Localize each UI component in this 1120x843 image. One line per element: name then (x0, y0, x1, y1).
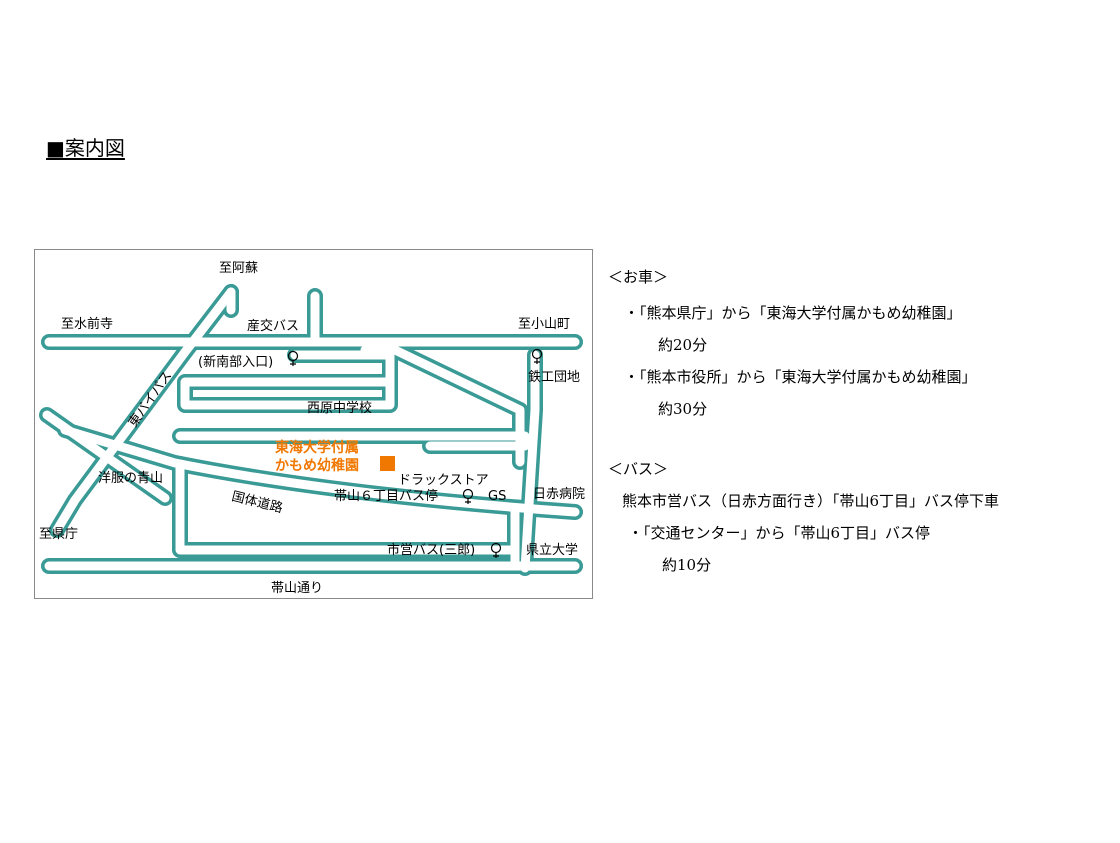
label-shiei-bus: 市営バス(三郎) (387, 542, 475, 558)
road-drugstore-block-inner (400, 431, 530, 451)
label-nisseki-hospital: 日赤病院 (533, 487, 585, 502)
bus-stop-shiei-icon (490, 542, 502, 558)
label-school-line1: 東海大学付属 (275, 439, 359, 456)
label-kokutai-road: 国体道路 (230, 488, 284, 516)
car-heading: ＜お車＞ (608, 268, 669, 286)
bus-stop-obiyama-icon (462, 488, 474, 504)
access-map: 至阿蘇 至水前寺 産交バス 至小山町 (新南部入口) 鉄工団地 東バイパス 西原… (34, 249, 593, 599)
road-inner-fill (42, 287, 580, 573)
road-nishihara-block-inner (290, 350, 395, 387)
label-school-line2: かもめ幼稚園 (275, 457, 359, 474)
bus-route-kotsu-center: ・「交通センター」から「帯山6丁目」バス停 (628, 524, 931, 542)
label-obiyama-stop: 帯山６丁目バス停 (334, 488, 438, 504)
label-prefectural-univ: 県立大学 (526, 542, 578, 558)
bus-stop-pins (287, 348, 543, 558)
school-location-marker (380, 456, 395, 471)
bus-stop-tekko-danchi-icon (531, 348, 543, 364)
car-route-shiyakusho: ・「熊本市役所」から「東海大学付属かもめ幼稚園」 (624, 368, 977, 386)
bus-stop-shinnanbu-icon (287, 350, 299, 366)
label-tekko-danchi: 鉄工団地 (528, 370, 580, 385)
label-to-suizenji: 至水前寺 (61, 316, 113, 332)
road-network (39, 284, 583, 576)
road-west-loop-upper-inner (180, 377, 395, 410)
road-kokutai-inner (60, 425, 580, 517)
road-tekko-danchi-inner (520, 350, 540, 573)
bus-heading: ＜バス＞ (608, 460, 669, 478)
car-time-shiyakusho: 約30分 (658, 400, 708, 418)
label-yofuku-aoyama: 洋服の青山 (98, 471, 163, 486)
label-drugstore: ドラックストア (398, 473, 489, 488)
label-sanko-bus: 産交バス (247, 318, 299, 334)
bus-line-info: 熊本市営バス（日赤方面行き）「帯山6丁目」バス停下車 (622, 492, 1000, 510)
road-inner-v-inner (360, 345, 525, 441)
label-to-kencho: 至県庁 (39, 527, 78, 542)
label-shinnanbu: (新南部入口) (198, 354, 273, 370)
label-gs: GS (488, 489, 506, 504)
label-nishihara-jhs: 西原中学校 (307, 400, 372, 416)
access-map-drawing: 至阿蘇 至水前寺 産交バス 至小山町 (新南部入口) 鉄工団地 東バイパス 西原… (39, 261, 585, 596)
label-to-koyamamachi: 至小山町 (518, 317, 570, 332)
label-higashi-bypass: 東バイパス (125, 368, 175, 430)
label-to-aso: 至阿蘇 (219, 261, 258, 276)
label-obiyama-street: 帯山通り (271, 581, 323, 596)
bus-time: 約10分 (662, 556, 712, 574)
car-route-kencho: ・「熊本県庁」から「東海大学付属かもめ幼稚園」 (624, 304, 962, 322)
road-higashi-bypass-inner (52, 287, 236, 535)
page-heading: ■案内図 (46, 136, 125, 160)
car-time-kencho: 約20分 (658, 336, 708, 354)
